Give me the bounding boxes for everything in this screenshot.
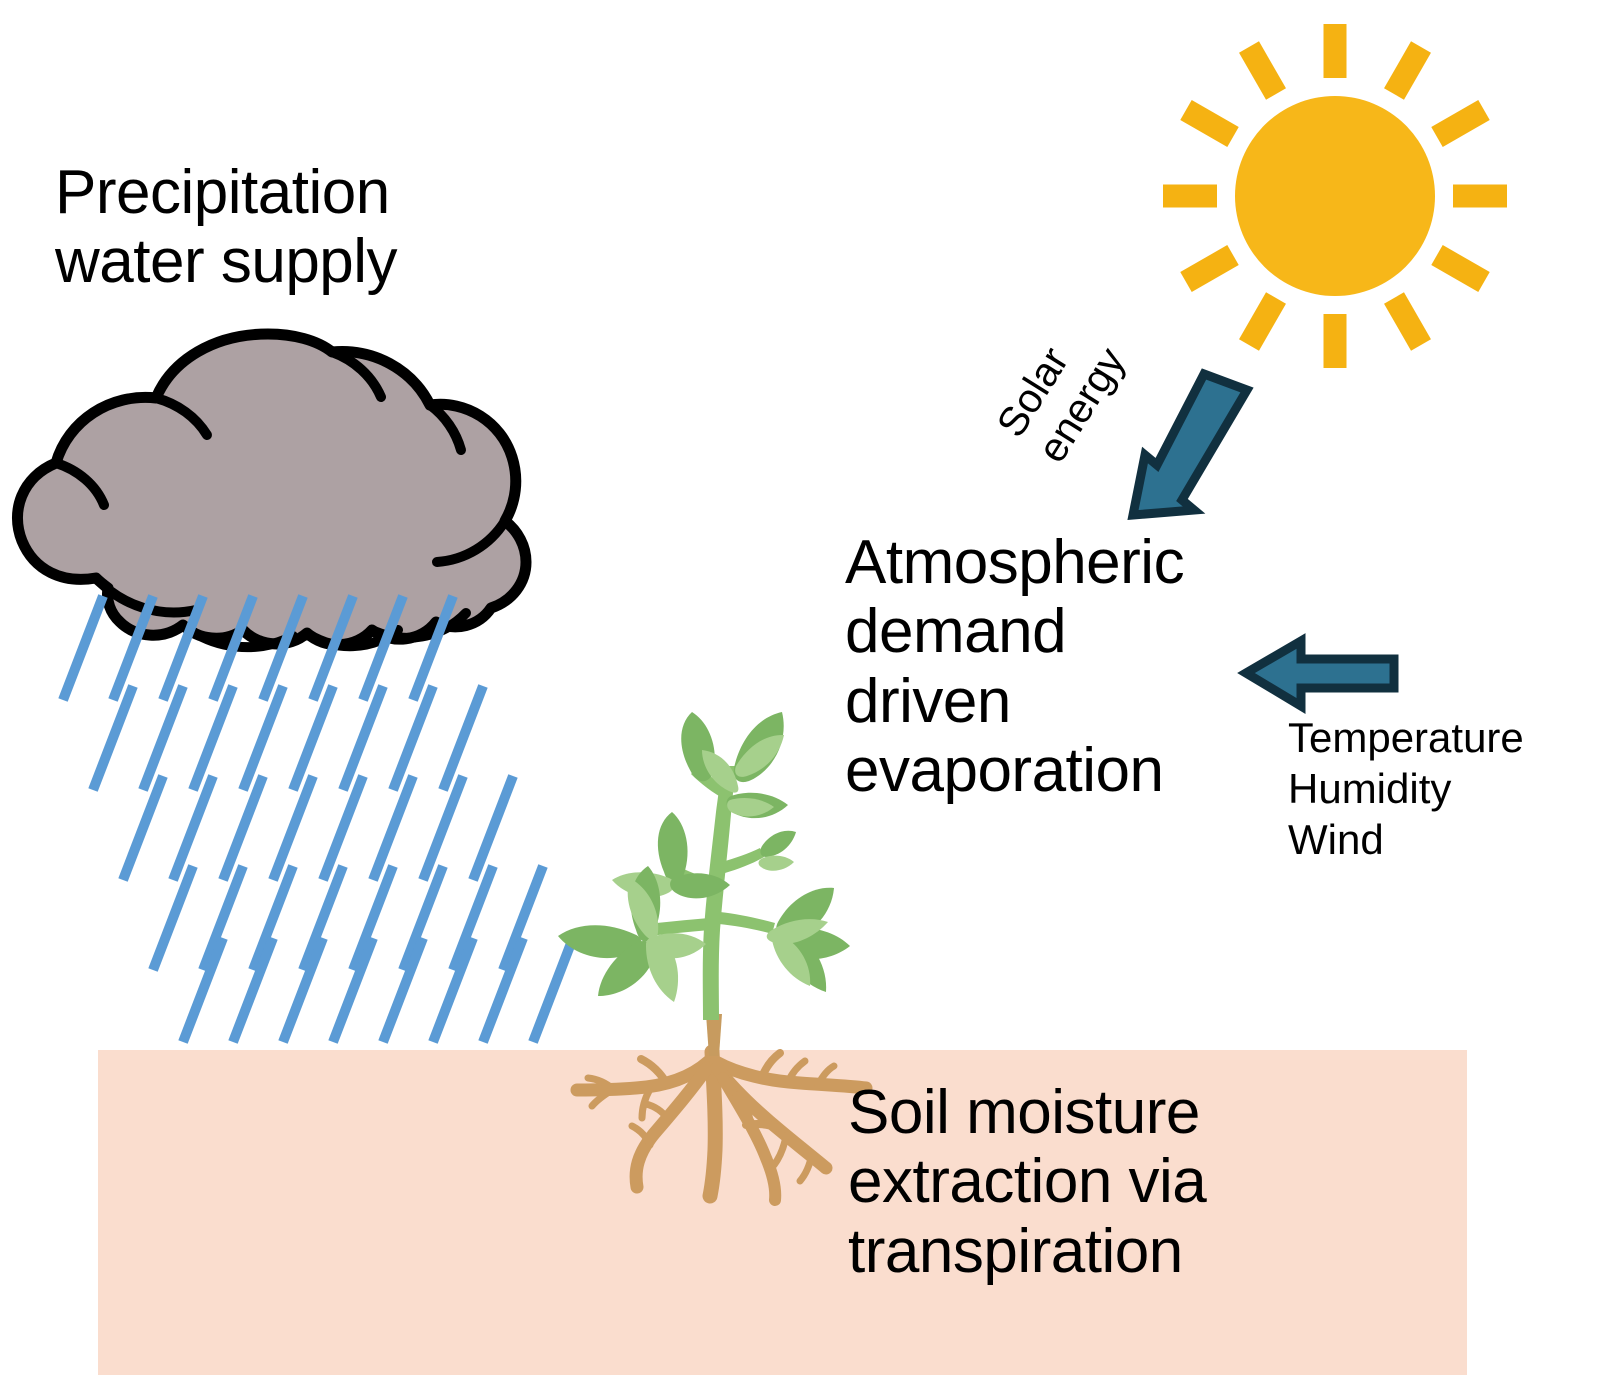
soil-moisture-label: Soil moisture extraction via transpirati… xyxy=(848,1078,1207,1286)
plant-icon xyxy=(558,712,850,1056)
arrow-down-right-icon xyxy=(1127,368,1254,520)
atmospheric-demand-label: Atmospheric demand driven evaporation xyxy=(845,528,1185,806)
soil-band xyxy=(98,1050,1467,1375)
precipitation-label: Precipitation water supply xyxy=(55,158,398,297)
drivers-label: Temperature Humidity Wind xyxy=(1288,714,1524,864)
arrow-left-icon xyxy=(1237,633,1399,714)
rain-icon xyxy=(58,594,578,1044)
roots-icon xyxy=(570,1044,873,1206)
cloud-icon xyxy=(12,328,532,653)
solar-energy-label-wrapper: Solar energy xyxy=(988,339,1228,512)
sun-icon xyxy=(1163,24,1507,368)
